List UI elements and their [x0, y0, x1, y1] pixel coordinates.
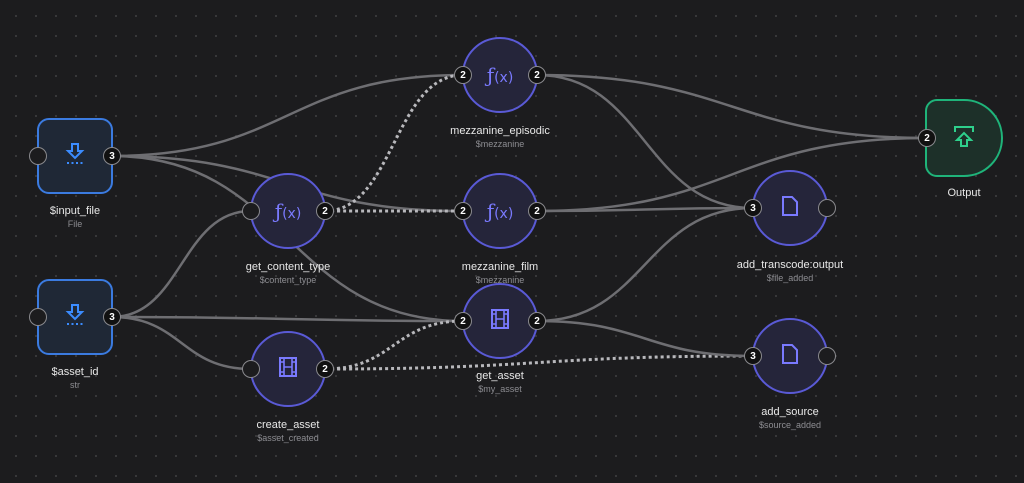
node-output[interactable]	[925, 99, 1003, 177]
node-label: Output	[874, 187, 1024, 199]
output-port[interactable]: 2	[316, 360, 334, 378]
node-subtitle: $my_asset	[478, 384, 522, 394]
node-title: $asset_id	[51, 366, 99, 378]
node-input-file[interactable]	[37, 118, 113, 194]
file-icon	[782, 195, 798, 221]
file-icon	[782, 343, 798, 369]
edge-get_asset-to-add_transcode[interactable]	[536, 206, 754, 323]
function-icon: ƒ(x)	[486, 199, 514, 223]
edge-mezzanine_film-to-output[interactable]	[536, 136, 928, 213]
edge-get_asset-to-add_source[interactable]	[536, 319, 754, 358]
node-subtitle: $mezzanine	[475, 275, 525, 285]
input-port[interactable]: 3	[744, 347, 762, 365]
node-mezzanine-episodic[interactable]: ƒ(x)	[462, 37, 538, 113]
input-port[interactable]	[29, 147, 47, 165]
node-create-asset[interactable]	[250, 331, 326, 407]
input-port[interactable]: 2	[454, 66, 472, 84]
node-get-content-type[interactable]: ƒ(x)	[250, 173, 326, 249]
edge-create_asset-to-get_asset[interactable]	[324, 319, 464, 371]
input-port[interactable]: 2	[454, 202, 472, 220]
node-get-asset[interactable]	[462, 283, 538, 359]
node-subtitle: $mezzanine	[475, 139, 525, 149]
output-port[interactable]: 2	[316, 202, 334, 220]
edge-asset_id-to-get_content_type[interactable]	[111, 209, 252, 319]
node-title: add_source	[761, 406, 819, 418]
edge-create_asset-to-add_source[interactable]	[324, 354, 754, 371]
input-port[interactable]	[29, 308, 47, 326]
node-label: get_asset $my_asset	[410, 370, 590, 394]
edge-asset_id-to-create_asset[interactable]	[111, 315, 252, 371]
node-add-transcode[interactable]	[752, 170, 828, 246]
input-port[interactable]	[242, 360, 260, 378]
edge-input_file-to-mezzanine_episodic[interactable]	[111, 73, 464, 158]
node-title: get_asset	[476, 370, 524, 382]
node-subtitle: $asset_created	[257, 433, 319, 443]
edge-get_content_type-to-mezzanine_episodic[interactable]	[324, 73, 464, 213]
download-icon	[64, 142, 86, 171]
output-port[interactable]: 2	[528, 202, 546, 220]
function-icon: ƒ(x)	[274, 199, 302, 223]
node-label: create_asset $asset_created	[198, 419, 378, 443]
edge-mezzanine_episodic-to-output[interactable]	[536, 73, 928, 140]
node-mezzanine-film[interactable]: ƒ(x)	[462, 173, 538, 249]
node-label: add_transcode:output $file_added	[700, 259, 880, 283]
function-icon: ƒ(x)	[486, 63, 514, 87]
input-port[interactable]: 3	[744, 199, 762, 217]
node-label: mezzanine_film $mezzanine	[410, 261, 590, 285]
upload-icon	[953, 125, 975, 152]
download-icon	[64, 303, 86, 332]
node-title: add_transcode:output	[736, 259, 844, 271]
node-title: create_asset	[256, 419, 320, 431]
node-subtitle: $content_type	[259, 275, 317, 285]
film-icon	[491, 308, 509, 334]
node-subtitle: $file_added	[766, 273, 814, 283]
output-port[interactable]: 2	[528, 66, 546, 84]
output-port[interactable]: 3	[103, 147, 121, 165]
input-port[interactable]	[242, 202, 260, 220]
output-port[interactable]	[818, 199, 836, 217]
output-port[interactable]: 2	[528, 312, 546, 330]
node-subtitle: File	[67, 219, 83, 229]
node-title: mezzanine_episodic	[450, 125, 550, 137]
node-label: mezzanine_episodic $mezzanine	[410, 125, 590, 149]
node-subtitle: $source_added	[758, 420, 822, 430]
node-asset-id[interactable]	[37, 279, 113, 355]
node-subtitle: str	[70, 380, 80, 390]
output-port[interactable]	[818, 347, 836, 365]
edge-mezzanine_episodic-to-add_transcode[interactable]	[536, 73, 754, 210]
node-add-source[interactable]	[752, 318, 828, 394]
edge-asset_id-to-get_asset[interactable]	[111, 315, 464, 323]
node-title: Output	[947, 187, 981, 199]
node-label: get_content_type $content_type	[198, 261, 378, 285]
node-title: get_content_type	[245, 261, 331, 273]
node-label: add_source $source_added	[700, 406, 880, 430]
input-port[interactable]: 2	[918, 129, 936, 147]
node-title: $input_file	[49, 205, 101, 217]
output-port[interactable]: 3	[103, 308, 121, 326]
film-icon	[279, 356, 297, 382]
input-port[interactable]: 2	[454, 312, 472, 330]
node-title: mezzanine_film	[461, 261, 539, 273]
